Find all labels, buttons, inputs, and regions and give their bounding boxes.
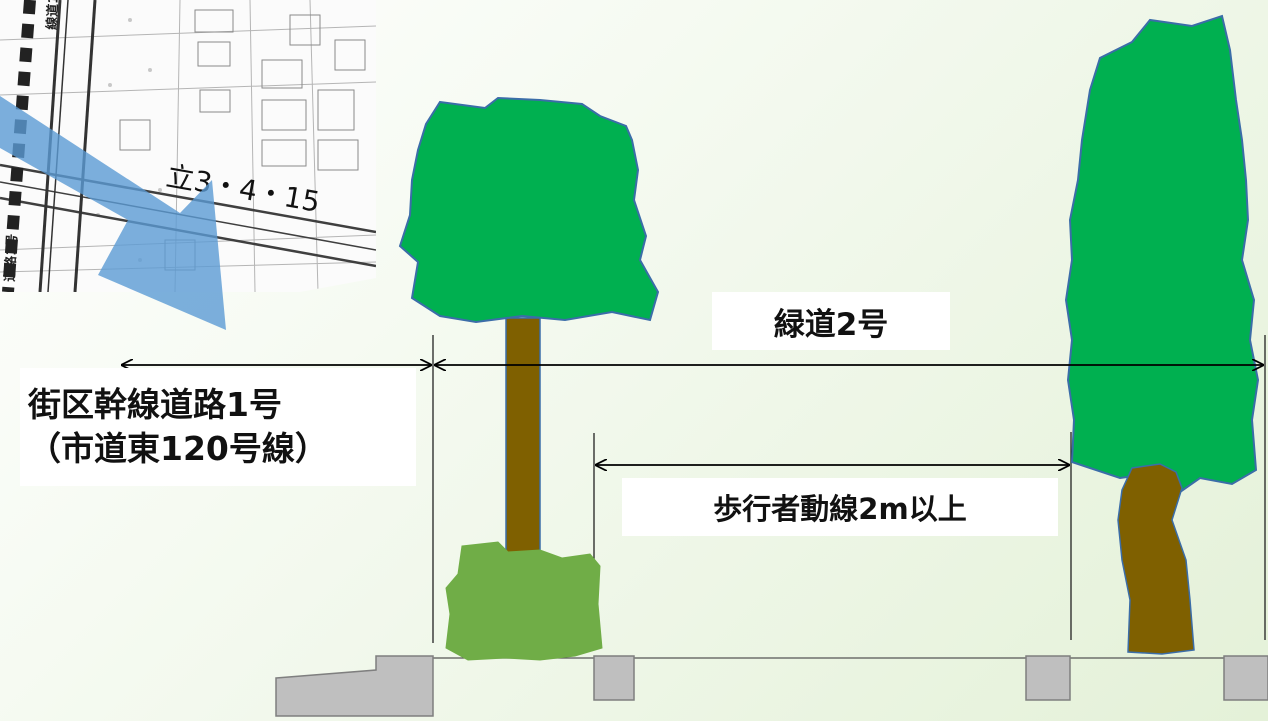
tree-trunk (505, 317, 541, 581)
tree-foliage (1064, 14, 1260, 494)
shrub (445, 541, 603, 661)
curbs (275, 655, 1268, 717)
curb-block (1025, 655, 1071, 701)
tree-foliage (398, 96, 660, 324)
map-road-label-a: 線道1号 (44, 0, 62, 30)
street-road-label: 街区幹線道路1号 （市道東120号線） (20, 368, 416, 486)
tree-right (1064, 14, 1260, 655)
tree-trunk (1117, 463, 1195, 655)
direction-arrow (0, 96, 226, 330)
dimension-arrows (122, 365, 1263, 465)
green-road-label: 緑道2号 (712, 292, 950, 350)
tree-left (398, 96, 660, 661)
road-curb (275, 655, 434, 717)
pedestrian-path-label: 歩行者動線2m以上 (622, 478, 1058, 536)
street-road-alias: （市道東120号線） (28, 429, 328, 468)
curb-block (593, 655, 635, 701)
street-road-name: 街区幹線道路1号 (28, 385, 282, 424)
curb-block (1223, 655, 1268, 701)
map-road-label-b: 道路1号 (2, 233, 20, 282)
